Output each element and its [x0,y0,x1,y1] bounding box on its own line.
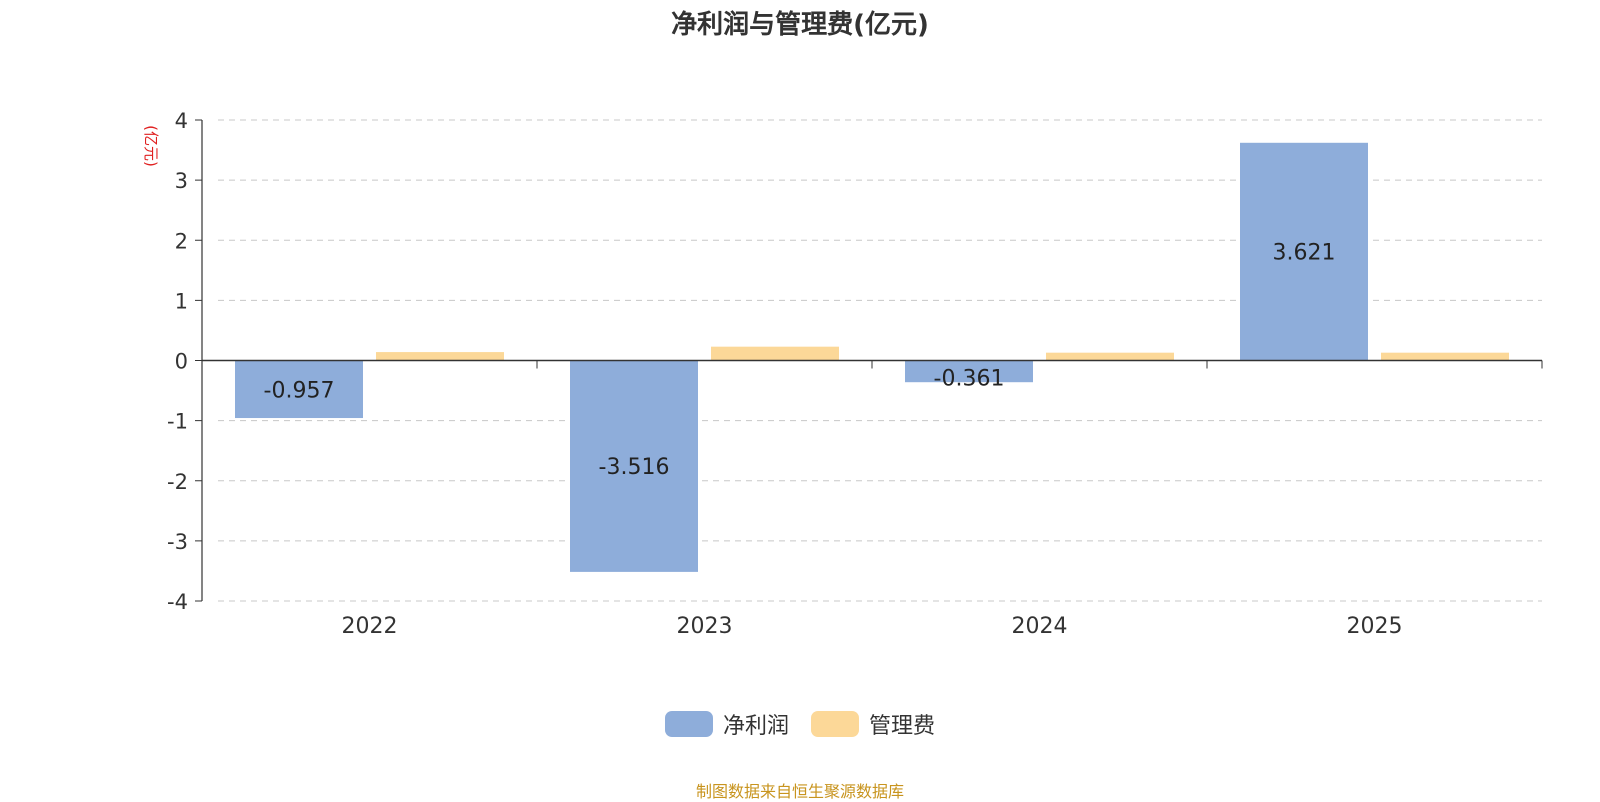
y-tick-label: 0 [175,350,188,374]
y-tick-label: 1 [175,289,188,313]
y-tick-label: -3 [167,530,188,554]
bar-net-profit [235,360,363,419]
bar-net-profit [905,360,1033,383]
legend-swatch-net-profit [664,711,713,737]
legend-item-net-profit[interactable]: 净利润 [664,708,789,740]
data-label: -0.361 [934,366,1005,391]
x-tick-label: 2023 [677,614,733,639]
y-tick-label: 2 [175,229,188,253]
bar-mgmt-fee [1046,352,1174,361]
bar-net-profit [570,360,698,572]
y-axis: -4 -3 -2 -1 0 1 2 3 4 [167,109,203,614]
legend-label-mgmt-fee: 管理费 [869,714,936,739]
bar-net-profit [1240,142,1368,361]
x-tick-label: 2024 [1012,614,1068,639]
data-labels: -0.957 -3.516 -0.361 3.621 [264,241,1336,481]
y-tick-label: 3 [175,169,188,193]
bar-mgmt-fee [711,346,839,361]
y-tick-label: -2 [167,470,188,494]
x-axis: 2022 2023 2024 2025 [201,359,1543,639]
data-label: -3.516 [599,455,670,480]
legend-label-net-profit: 净利润 [722,714,789,739]
y-tick-label: -1 [167,410,188,434]
bar-mgmt-fee [376,352,504,361]
x-tick-label: 2022 [342,614,398,639]
bar-mgmt-fee [1381,352,1509,361]
legend-swatch-mgmt-fee [811,711,859,737]
bars [235,142,1509,572]
legend: 净利润 管理费 [0,708,1600,740]
x-tick-label: 2025 [1347,614,1403,639]
y-tick-label: 4 [175,109,188,133]
bar-chart: -4 -3 -2 -1 0 1 2 3 4 2022 2023 2024 2025 -0.957 -3.… [142,109,1543,639]
chart-title: 净利润与管理费(亿元) [671,10,929,40]
legend-item-mgmt-fee[interactable]: 管理费 [811,708,935,740]
data-label: 3.621 [1273,241,1336,266]
data-label: -0.957 [264,378,335,403]
y-axis-unit-label: (亿元) [142,125,160,167]
y-tick-label: -4 [167,590,188,614]
source-note: 制图数据来自恒生聚源数据库 [695,782,904,801]
